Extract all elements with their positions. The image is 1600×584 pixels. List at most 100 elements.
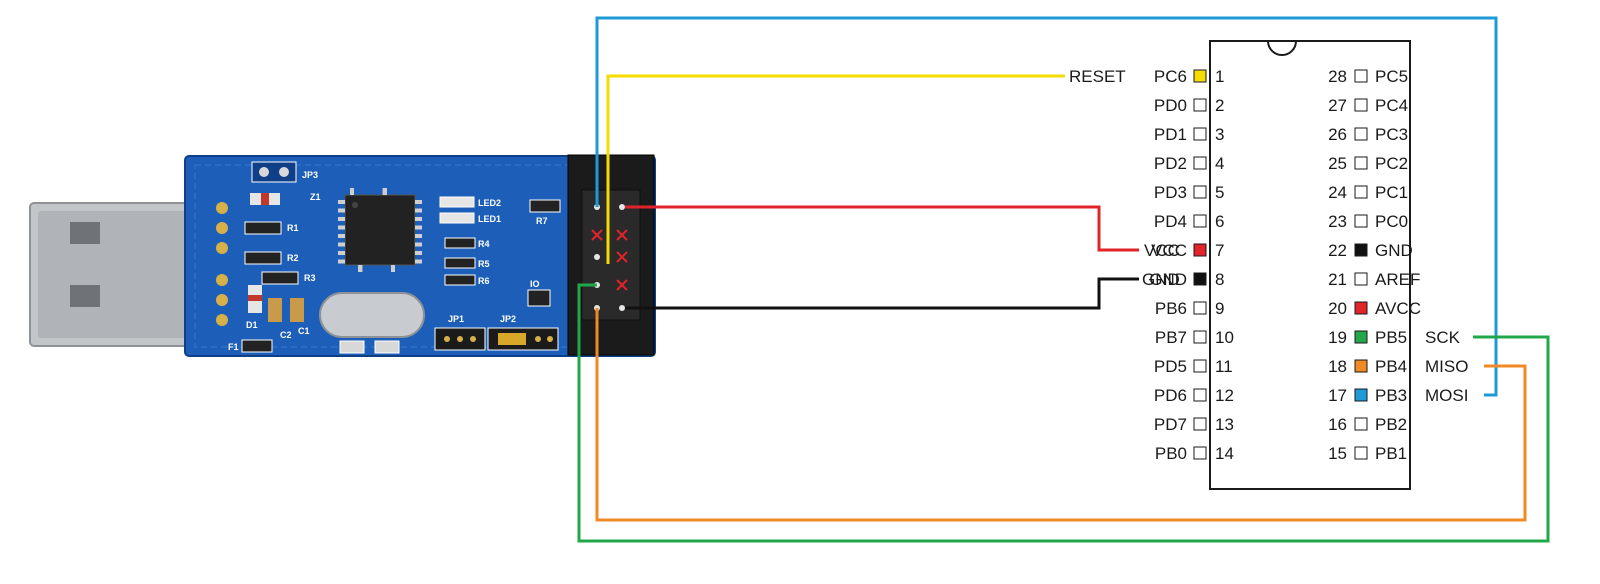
pin-marker <box>1354 301 1368 315</box>
mcu-pin <box>382 188 387 195</box>
pin-number: 18 <box>1328 357 1347 376</box>
pin-name: PB1 <box>1375 444 1407 463</box>
pin-name: PD5 <box>1154 357 1187 376</box>
signal-vcc: VCC <box>1144 241 1180 260</box>
wire-reset <box>606 74 1065 264</box>
mcu-pin <box>338 208 345 213</box>
smd-components: R1 R2 R3 D1 C2 C1 F1 Z1 LED2 LED1 <box>228 192 561 354</box>
pin-name: PC1 <box>1375 183 1408 202</box>
label-led1: LED1 <box>478 214 501 224</box>
pin-number: 11 <box>1215 357 1233 376</box>
pin-name: AREF <box>1375 270 1420 289</box>
pin-marker <box>1354 330 1368 344</box>
crystal <box>319 292 425 338</box>
mcu-pin <box>415 234 422 238</box>
mcu-pin <box>350 188 354 195</box>
pin-number: 3 <box>1215 125 1224 144</box>
mcu-pin <box>415 200 422 204</box>
programmer-pcb: JP3 R1 R2 R3 D1 <box>184 155 656 357</box>
pin-name: PD3 <box>1154 183 1187 202</box>
pin-name: PB5 <box>1375 328 1407 347</box>
signal-gnd: GND <box>1142 270 1180 289</box>
chip-notch <box>1267 40 1297 56</box>
signal-mosi: MOSI <box>1425 386 1468 405</box>
pin-marker <box>1354 69 1368 83</box>
signal-reset: RESET <box>1069 67 1126 86</box>
chip-body <box>1209 40 1411 490</box>
label-r5: R5 <box>478 259 490 269</box>
label-c2: C2 <box>280 330 292 340</box>
pin-name: PD0 <box>1154 96 1187 115</box>
pin-name: GND <box>1149 270 1187 289</box>
pin-number: 24 <box>1328 183 1347 202</box>
pin-marker <box>1193 156 1207 170</box>
pin-number: 19 <box>1328 328 1347 347</box>
pin-marker <box>1193 388 1207 402</box>
pin-number: 26 <box>1328 125 1347 144</box>
signal-miso: MISO <box>1425 357 1468 376</box>
label-r4: R4 <box>478 239 490 249</box>
label-r2: R2 <box>287 253 299 263</box>
unused-pin-mark <box>616 279 628 291</box>
pin-marker <box>1193 127 1207 141</box>
isp-header <box>567 154 655 356</box>
chip-pin-12: PD6 12 <box>1154 386 1234 405</box>
programmer-mcu <box>338 188 422 272</box>
pin-number: 22 <box>1328 241 1347 260</box>
mcu-pin <box>415 242 422 247</box>
label-r3: R3 <box>304 273 316 283</box>
pin-marker <box>1354 272 1368 286</box>
pin-number: 16 <box>1328 415 1347 434</box>
pin-marker <box>1354 417 1368 431</box>
unused-pin-mark <box>616 229 628 241</box>
pin-name: AVCC <box>1375 299 1421 318</box>
mcu-pin <box>338 251 345 255</box>
label-led2: LED2 <box>478 198 501 208</box>
pin-number: 20 <box>1328 299 1347 318</box>
pin-marker <box>1193 272 1207 286</box>
mcu-pin <box>338 200 345 204</box>
wires <box>577 16 1550 543</box>
pin-name: VCC <box>1151 241 1187 260</box>
label-c1: C1 <box>298 326 310 336</box>
pin-number: 12 <box>1215 386 1234 405</box>
wire-sck <box>577 283 1550 543</box>
pin-name: PD6 <box>1154 386 1187 405</box>
header-pin <box>619 305 625 311</box>
usb-programmer: JP3 R1 R2 R3 D1 <box>29 154 656 357</box>
pin-marker <box>1193 243 1207 257</box>
label-jp1: JP1 <box>448 314 464 324</box>
pin-marker <box>1193 69 1207 83</box>
chip-pin-24: 24 PC1 <box>1328 183 1408 202</box>
pin-number: 2 <box>1215 96 1224 115</box>
pin-name: PB3 <box>1375 386 1407 405</box>
mcu-pin <box>338 217 345 221</box>
wire-mosi <box>595 16 1498 397</box>
pin-number: 28 <box>1328 67 1347 86</box>
mcu-pin <box>338 225 345 230</box>
pin-marker <box>1354 243 1368 257</box>
pin-number: 25 <box>1328 154 1347 173</box>
pin-number: 8 <box>1215 270 1224 289</box>
wire-vcc <box>625 205 1139 252</box>
label-r1: R1 <box>287 223 299 233</box>
usb-plug <box>29 202 223 347</box>
chip-pin-8: GND 8 <box>1149 270 1224 289</box>
pin-name: PD4 <box>1154 212 1187 231</box>
mcu-pin <box>415 251 422 255</box>
signal-sck: SCK <box>1425 328 1461 347</box>
